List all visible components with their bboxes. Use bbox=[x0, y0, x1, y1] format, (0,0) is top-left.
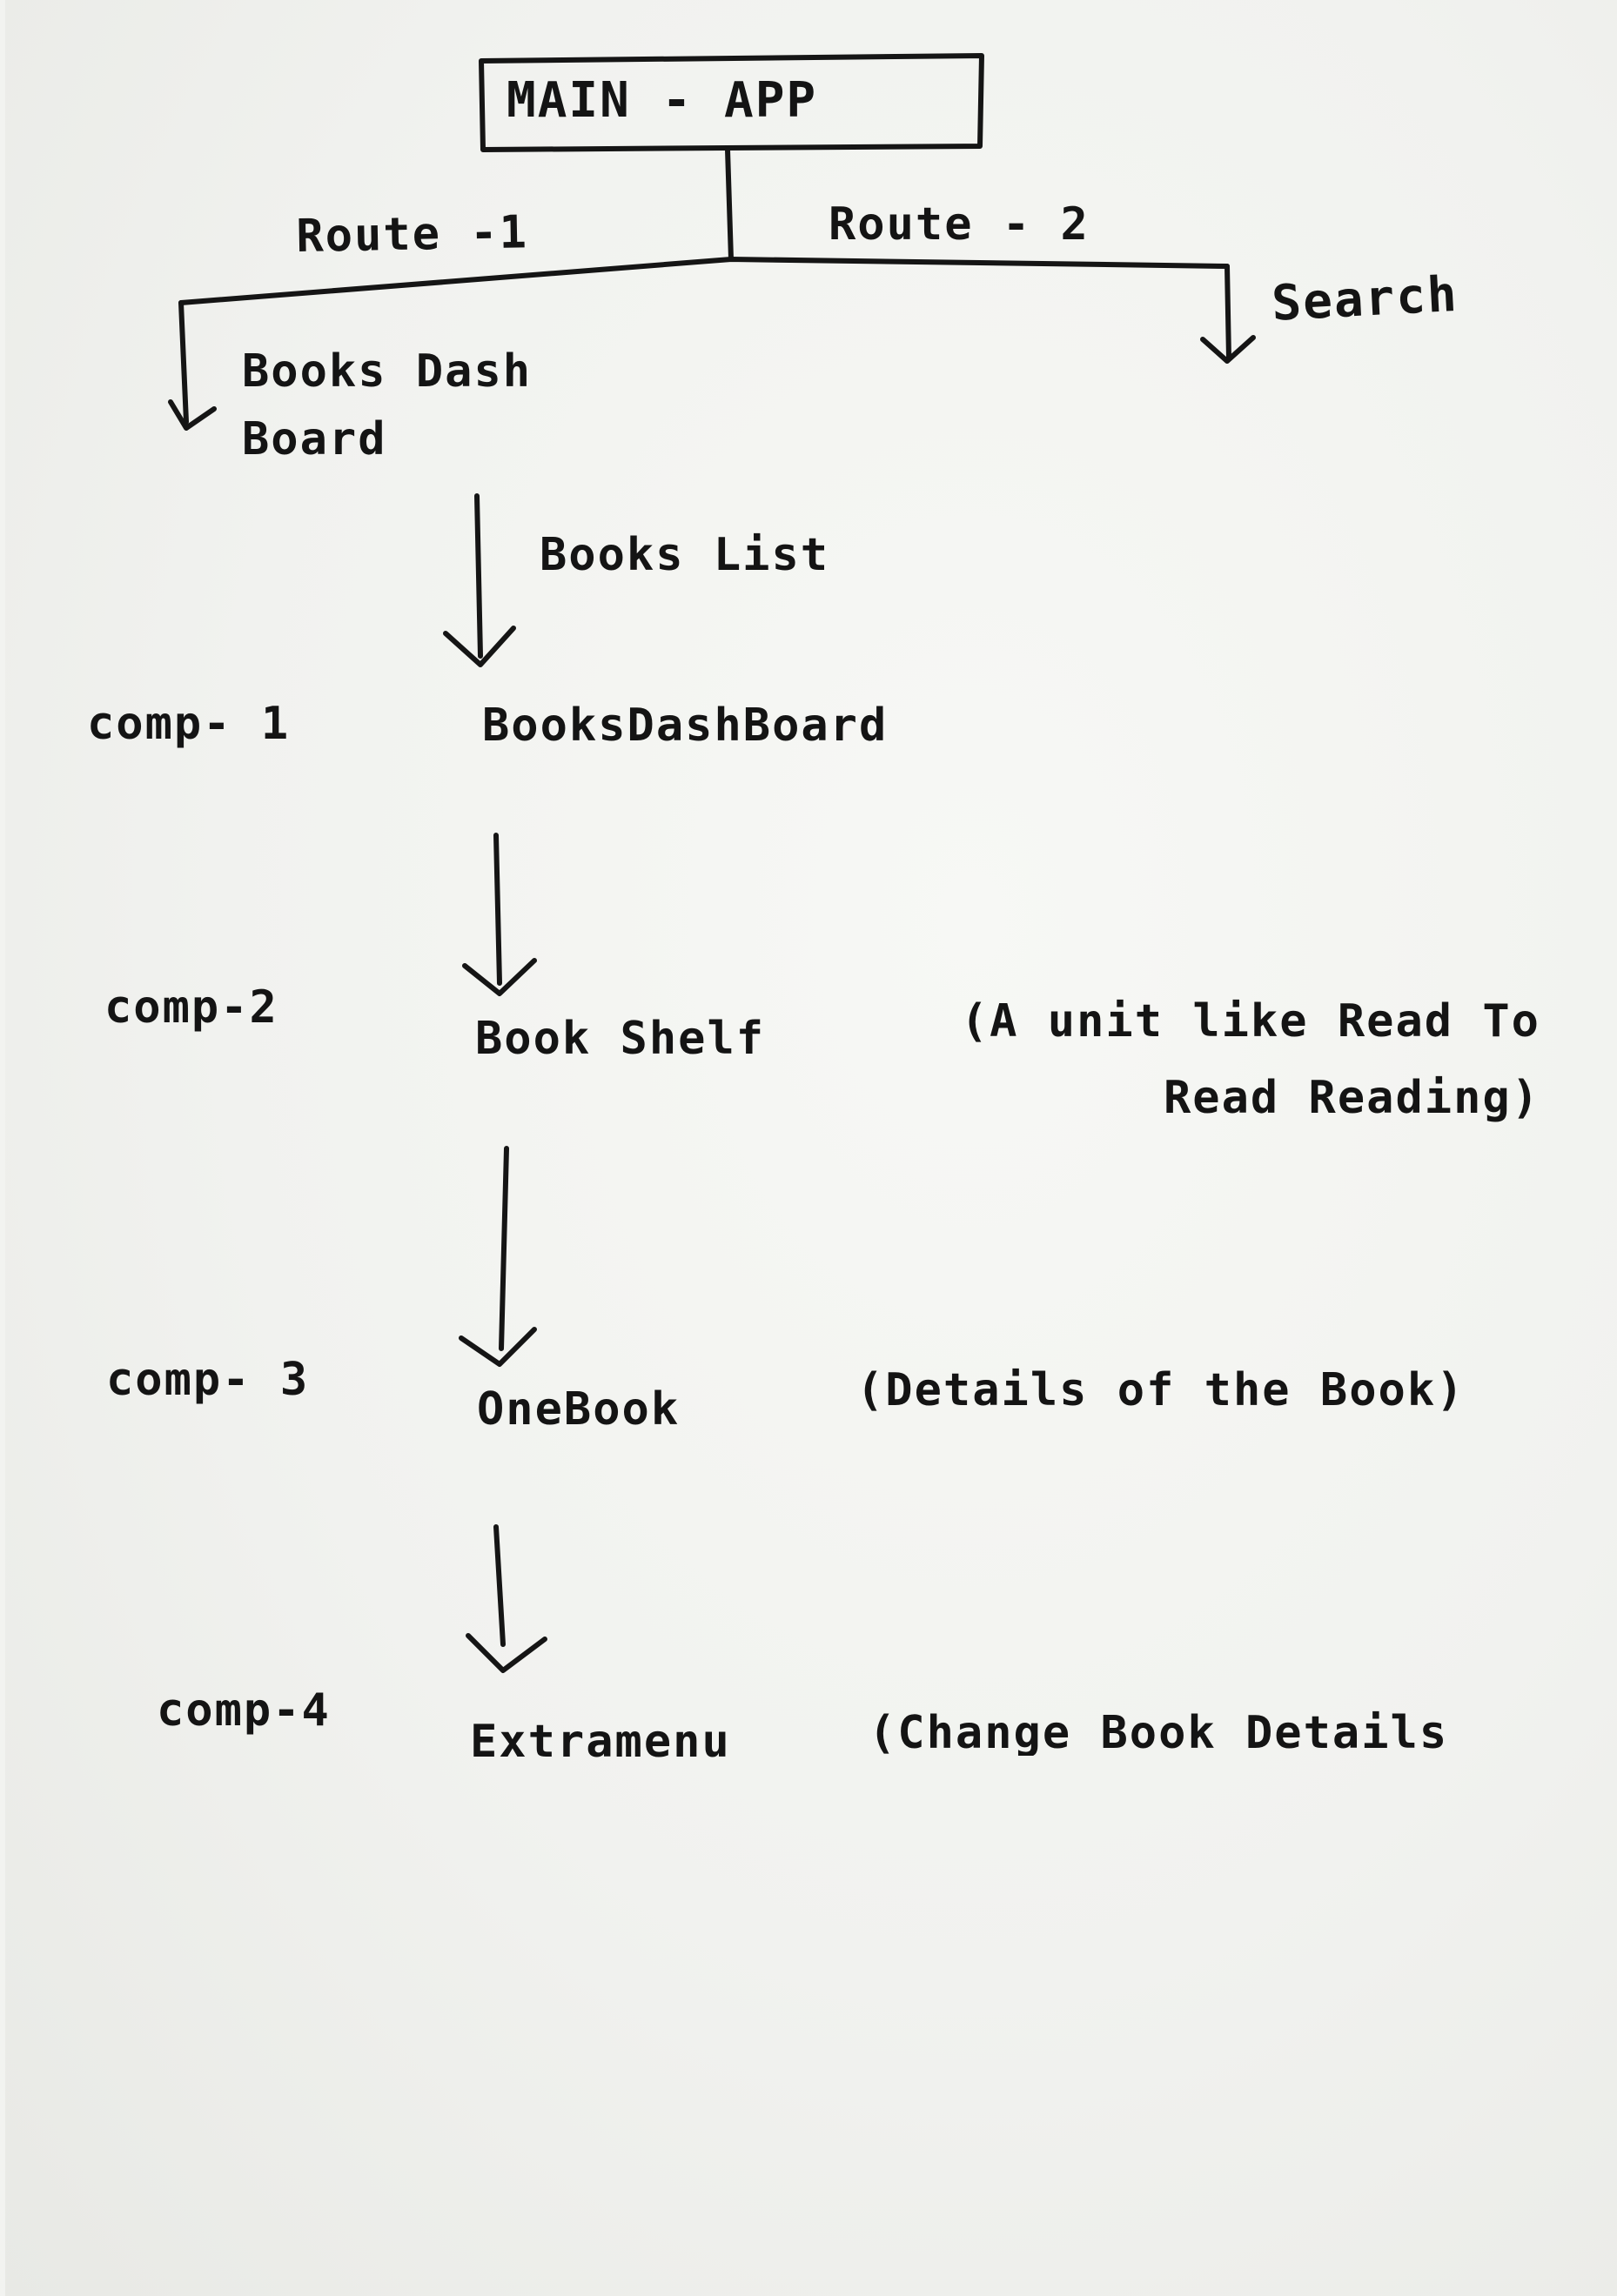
root-trunk-line bbox=[725, 147, 734, 262]
arrow-3-head bbox=[459, 1327, 537, 1367]
route-1-target-label: Books Dash Board bbox=[242, 338, 694, 473]
comp-2-id: comp-2 bbox=[104, 981, 278, 1034]
route-2-target-label: Search bbox=[1270, 265, 1460, 332]
route-1-arrowhead bbox=[168, 399, 217, 431]
root-node-label: MAIN - APP bbox=[507, 72, 818, 129]
comp-4-note: (Change Book Details bbox=[869, 1710, 1449, 1756]
arrow-1-head bbox=[443, 626, 516, 667]
arrow-2-head bbox=[462, 958, 537, 996]
comp-4-id: comp-4 bbox=[157, 1684, 331, 1737]
comp-1-name: BooksDashBoard bbox=[482, 700, 889, 752]
paper-sheet bbox=[5, 0, 1617, 2296]
comp-1-id: comp- 1 bbox=[87, 698, 291, 750]
route-1-label: Route -1 bbox=[295, 206, 529, 263]
route-1-drop-line bbox=[178, 300, 189, 425]
comp-3-name: OneBook bbox=[477, 1383, 681, 1436]
comp-3-note: (Details of the Book) bbox=[856, 1364, 1466, 1416]
arrow-4-head bbox=[466, 1633, 547, 1673]
comp-2-note: (A unit like Read To Read Reading) bbox=[862, 983, 1540, 1137]
route-bar-line bbox=[178, 257, 1230, 305]
edge-label-books-list: Books List bbox=[540, 529, 830, 581]
arrow-2-shaft bbox=[493, 833, 502, 986]
comp-2-note-text: (A unit like Read To Read Reading) bbox=[960, 995, 1540, 1125]
route-2-arrowhead bbox=[1200, 335, 1256, 364]
comp-2-name: Book Shelf bbox=[475, 1013, 766, 1065]
arrow-3-shaft bbox=[499, 1146, 509, 1351]
route-2-drop-line bbox=[1224, 264, 1231, 361]
arrow-4-shaft bbox=[493, 1524, 506, 1647]
comp-4-name: Extramenu bbox=[470, 1716, 731, 1768]
root-box-border bbox=[479, 53, 984, 152]
route-1-target-text: Books Dash Board bbox=[242, 345, 533, 465]
route-2-label: Route - 2 bbox=[829, 198, 1090, 251]
arrow-1-shaft bbox=[474, 493, 483, 659]
comp-3-id: comp- 3 bbox=[106, 1354, 310, 1406]
